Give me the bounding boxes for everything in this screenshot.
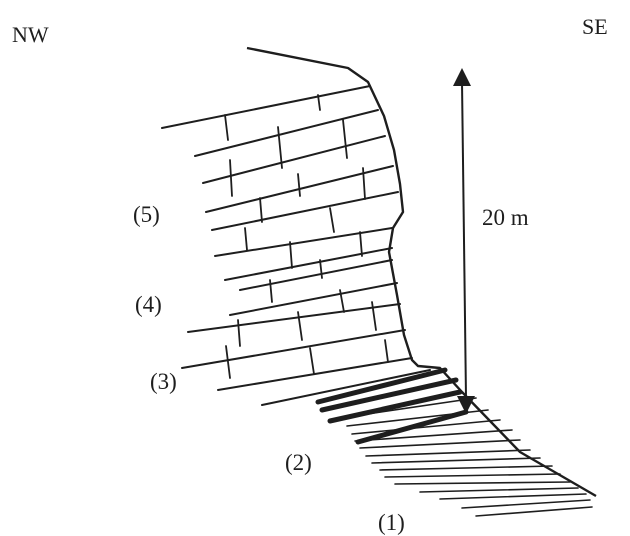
unit-label-1: (1) bbox=[378, 510, 405, 535]
orientation-se: SE bbox=[582, 14, 608, 39]
unit-label-3: (3) bbox=[150, 369, 177, 394]
unit-label-5: (5) bbox=[133, 202, 160, 227]
thin-shale-bands bbox=[339, 397, 593, 517]
limestone-joints bbox=[224, 94, 389, 379]
unit-label-2: (2) bbox=[285, 450, 312, 475]
thick-dark-beds bbox=[315, 367, 469, 445]
scale-label: 20 m bbox=[482, 205, 529, 230]
cliff-face-outline bbox=[246, 46, 597, 498]
scale-arrow bbox=[453, 68, 475, 414]
unit-label-4: (4) bbox=[135, 292, 162, 317]
orientation-nw: NW bbox=[12, 22, 49, 47]
limestone-bedding bbox=[161, 85, 431, 406]
